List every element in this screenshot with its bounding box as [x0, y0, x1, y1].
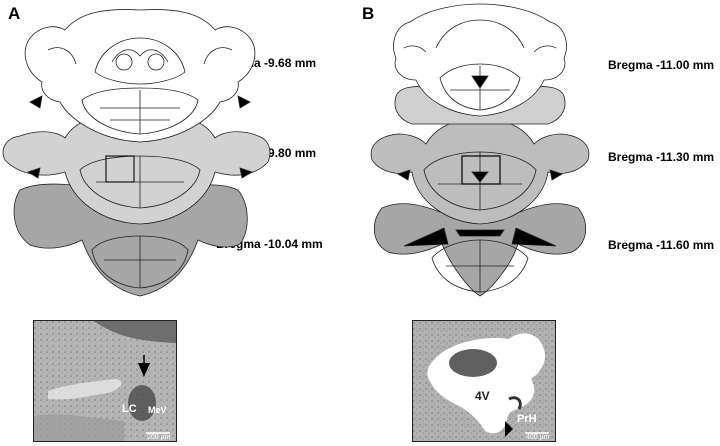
section-a2 [2, 111, 271, 225]
section-a1 [24, 9, 256, 143]
section-b-wedge-left [403, 227, 449, 247]
panel-a-sections [2, 9, 271, 297]
section-b-wedge-right [511, 227, 557, 247]
micrograph-b-label-4v: 4V [475, 389, 490, 403]
micrograph-b-image [413, 321, 555, 441]
bregma-label-b3: Bregma -11.60 mm [608, 238, 715, 252]
section-a-wedge-right [237, 95, 251, 109]
panel-b-sections [370, 3, 590, 297]
micrograph-b-scale-bar: 400 µm [526, 434, 550, 441]
micrograph-a-label-mev: MeV [148, 405, 167, 415]
section-a-wedge-left [29, 95, 43, 109]
panel-b-letter: B [362, 4, 375, 23]
micrograph-a-image [34, 321, 176, 441]
bregma-label-a3: Bregma -10.04 mm [216, 237, 323, 251]
bregma-label-b1: Bregma -11.00 mm [608, 58, 715, 72]
panel-a-letter: A [8, 4, 21, 23]
bregma-label-b2: Bregma -11.30 mm [608, 150, 715, 164]
section-b1 [393, 3, 567, 117]
micrograph-a-scale-bar: 200 µm [147, 434, 171, 441]
micrograph-a-label-lc: LC [122, 403, 137, 415]
micrograph-a: LC MeV 200 µm [33, 320, 177, 442]
micrograph-b: 4V PrH 400 µm [412, 320, 556, 442]
micrograph-b-label-prh: PrH [517, 413, 537, 425]
